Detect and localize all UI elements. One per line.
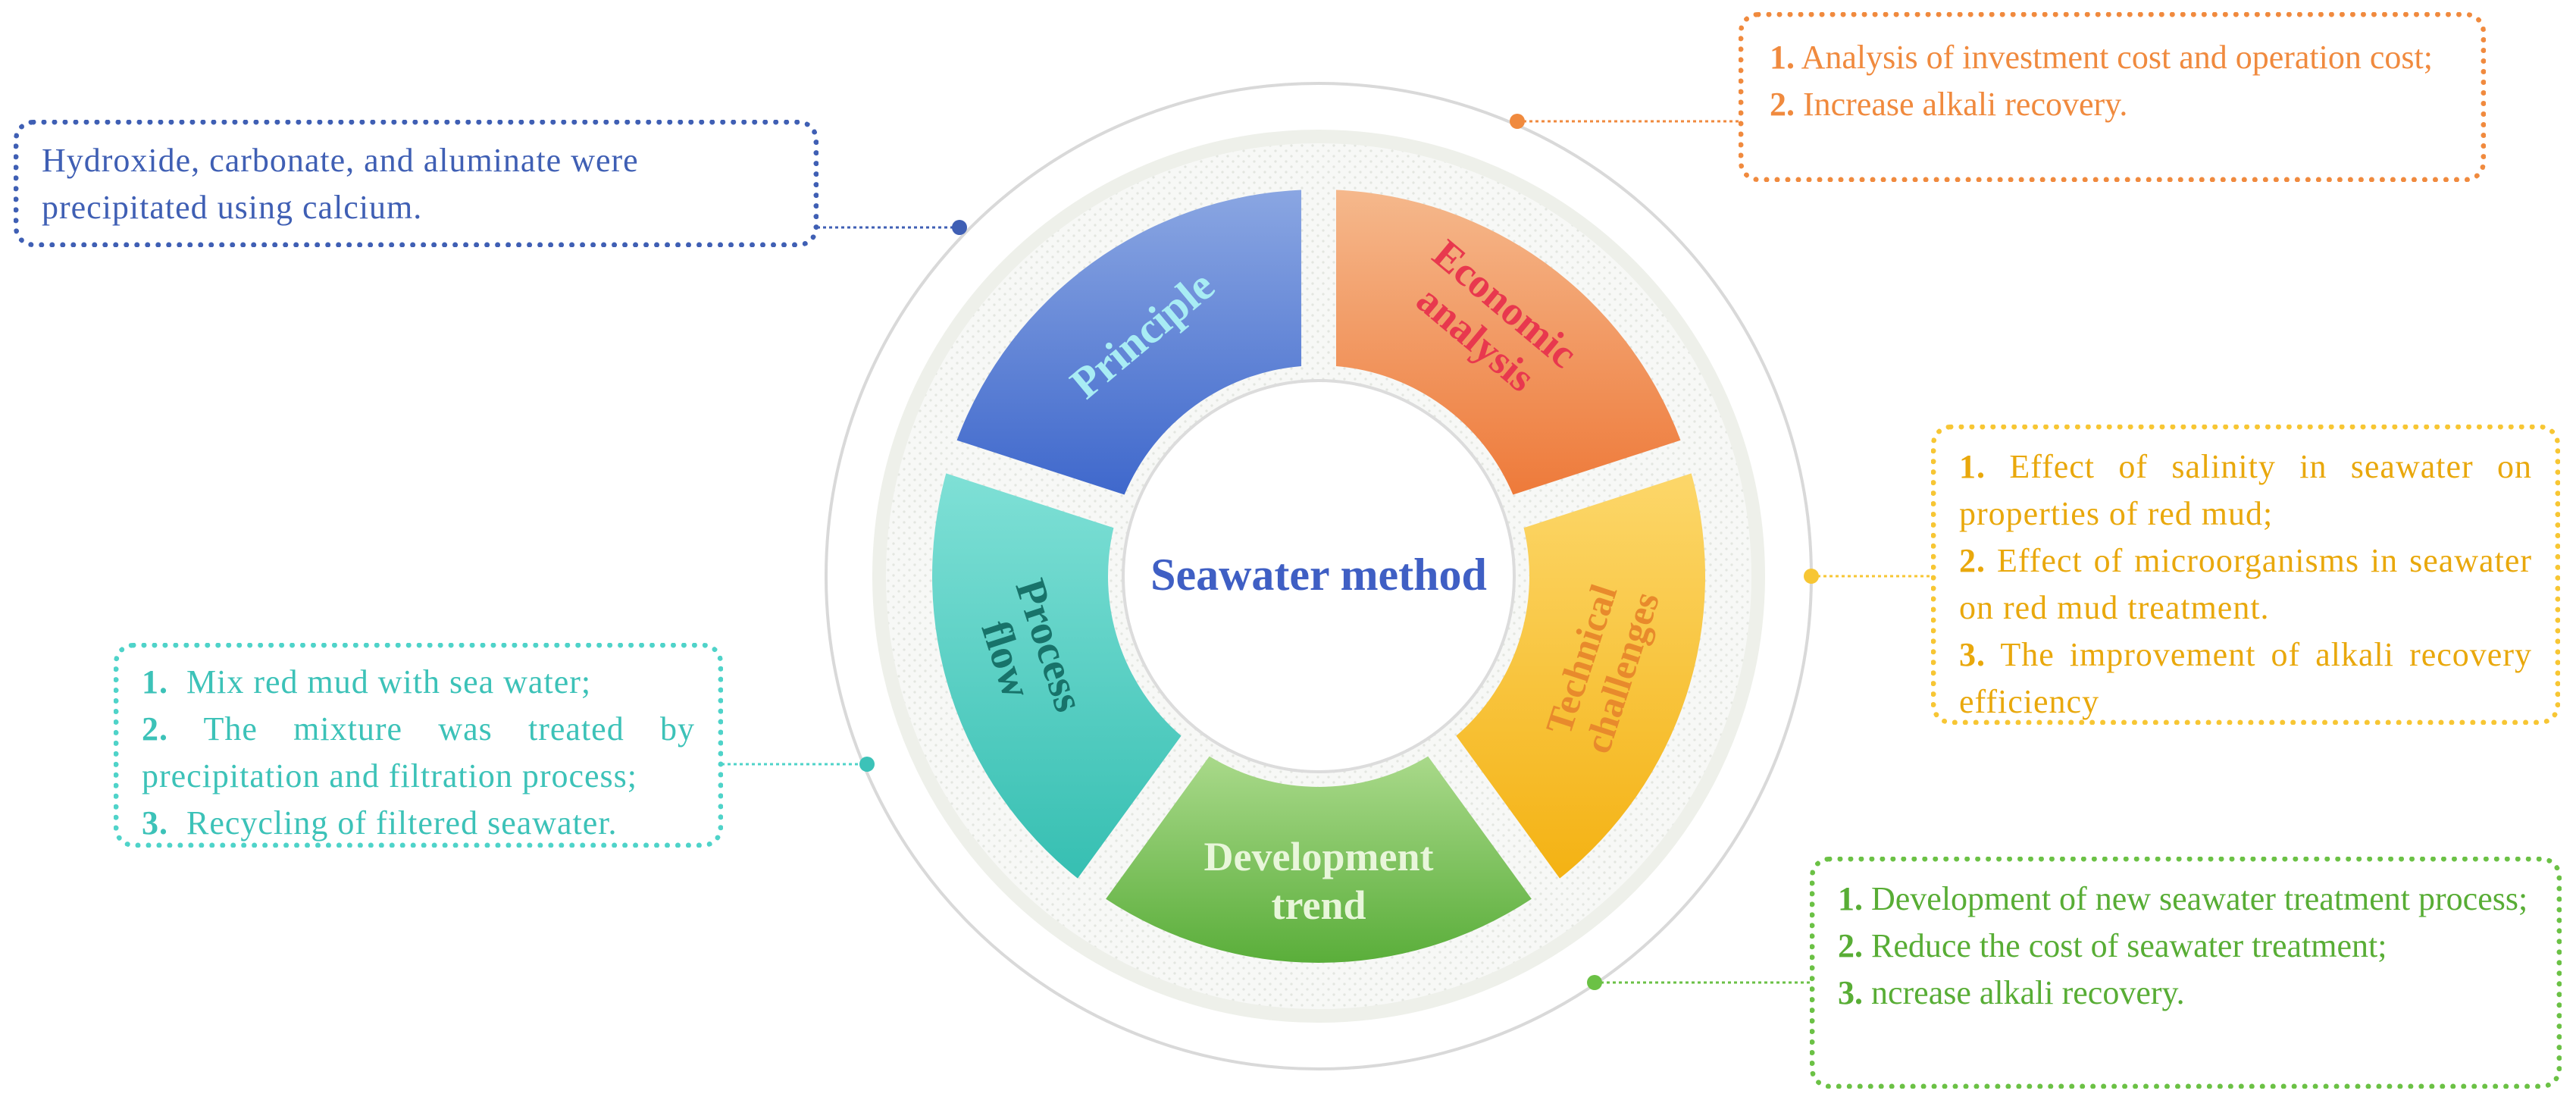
callout-principle-line1: Hydroxide, carbonate, and aluminate were <box>42 142 639 179</box>
connector-dot-development <box>1587 975 1602 990</box>
segment-principle <box>956 190 1302 495</box>
callout-development: 1. Development of new seawater treatment… <box>1810 857 2562 1089</box>
callout-development-item-3: 3. ncrease alkali recovery. <box>1838 974 2185 1011</box>
callout-process-item-1: 1. Mix red mud with sea water; <box>142 663 592 701</box>
callout-technical-item-1: 1. Effect of salinity in seawater on pro… <box>1959 448 2533 532</box>
segment-development-trend <box>1106 756 1532 963</box>
connector-dot-technical <box>1804 569 1819 584</box>
segment-label-development-line2: trend <box>1271 882 1366 928</box>
connector-dot-process <box>859 757 875 772</box>
callout-process: 1. Mix red mud with sea water; 2. The mi… <box>114 643 723 848</box>
segment-economic-analysis <box>1335 190 1681 495</box>
callout-process-item-2: 2. The mixture was treated by precipitat… <box>142 710 695 795</box>
center-circle <box>1122 379 1516 773</box>
callout-development-item-1: 1. Development of new seawater treatment… <box>1838 880 2528 917</box>
callout-technical-item-2: 2. Effect of microorganisms in seawater … <box>1959 542 2532 626</box>
callout-technical: 1. Effect of salinity in seawater on pro… <box>1931 425 2560 725</box>
callout-principle: Hydroxide, carbonate, and aluminate were… <box>14 120 818 247</box>
connector-principle <box>817 220 967 235</box>
callout-technical-item-3: 3. The improvement of alkali recovery ef… <box>1959 636 2532 720</box>
segment-label-development-line1: Development <box>1204 834 1434 879</box>
center-title: Seawater method <box>1150 550 1487 600</box>
connector-dot-economic <box>1510 114 1525 129</box>
connector-technical <box>1804 569 1931 584</box>
connector-economic <box>1510 114 1740 129</box>
callout-economic-item-2: 2. Increase alkali recovery. <box>1770 86 2128 123</box>
callout-process-item-3: 3. Recycling of filtered seawater. <box>142 804 618 842</box>
callout-economic-item-1: 1. Analysis of investment cost and opera… <box>1770 39 2433 76</box>
callout-principle-line2: precipitated using calcium. <box>42 189 423 226</box>
connector-development <box>1587 975 1811 990</box>
callout-economic: 1. Analysis of investment cost and opera… <box>1739 12 2486 182</box>
connector-dot-principle <box>952 220 967 235</box>
segment-process-flow <box>932 473 1182 879</box>
connector-process <box>721 757 875 772</box>
callout-development-item-2: 2. Reduce the cost of seawater treatment… <box>1838 927 2387 964</box>
segment-technical-challenges <box>1456 473 1706 879</box>
